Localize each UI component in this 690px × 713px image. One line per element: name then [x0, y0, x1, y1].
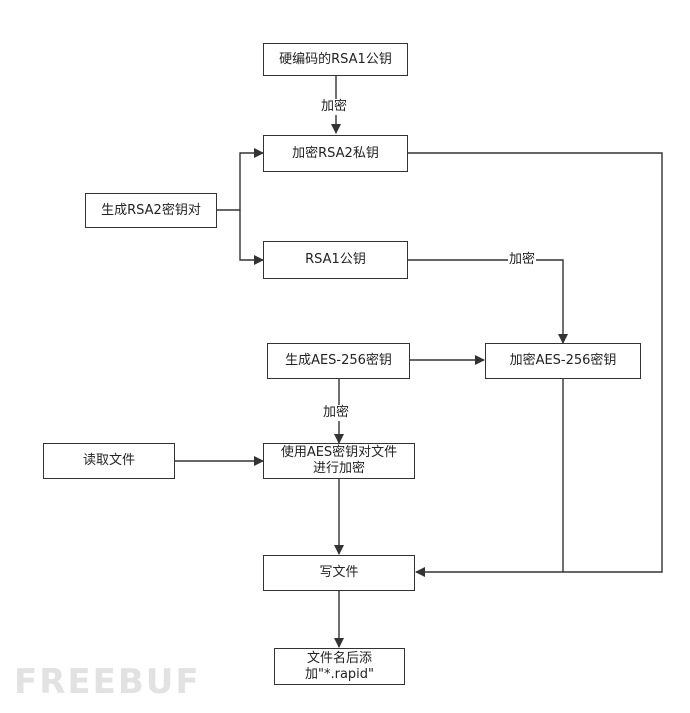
node-label: 生成AES-256密钥 — [285, 353, 392, 368]
edge-rsa1-to-encrypt-aes — [408, 259, 568, 344]
node-append-rapid-extension: 文件名后添 加"*.rapid" — [274, 648, 405, 685]
node-label: 生成RSA2密钥对 — [101, 202, 201, 218]
edge-encrypt-rsa2-to-write — [408, 152, 663, 577]
node-encrypt-rsa2-private-key: 加密RSA2私钥 — [263, 135, 408, 172]
edge-label-encrypt: 加密 — [322, 405, 351, 421]
node-label: 使用AES密钥对文件 进行加密 — [280, 445, 398, 476]
node-encrypt-aes256-key: 加密AES-256密钥 — [485, 343, 641, 379]
edge-label-encrypt: 加密 — [320, 99, 349, 115]
edge-gen-rsa2-to-encrypt-rsa2 — [217, 148, 264, 211]
node-write-file: 写文件 — [263, 555, 415, 591]
node-generate-aes256-key: 生成AES-256密钥 — [267, 343, 410, 379]
freebuf-watermark: FREEBUF — [14, 662, 201, 702]
node-label: 文件名后添 加"*.rapid" — [304, 650, 375, 682]
edge-label-encrypt: 加密 — [508, 252, 537, 268]
node-rsa1-public-key: RSA1公钥 — [263, 241, 408, 279]
node-label: 写文件 — [319, 565, 359, 580]
node-label: 加密AES-256密钥 — [509, 353, 617, 368]
node-label: 加密RSA2私钥 — [292, 145, 379, 161]
node-hardcoded-rsa1-public-key: 硬编码的RSA1公钥 — [263, 43, 408, 76]
node-label: 读取文件 — [82, 453, 135, 468]
node-read-file: 读取文件 — [43, 443, 175, 479]
edge-gen-rsa2-to-rsa1 — [239, 210, 264, 265]
node-label: RSA1公钥 — [305, 252, 366, 267]
node-generate-rsa2-key-pair: 生成RSA2密钥对 — [85, 193, 217, 228]
node-encrypt-file-with-aes: 使用AES密钥对文件 进行加密 — [263, 443, 415, 479]
node-label: 硬编码的RSA1公钥 — [279, 51, 392, 67]
